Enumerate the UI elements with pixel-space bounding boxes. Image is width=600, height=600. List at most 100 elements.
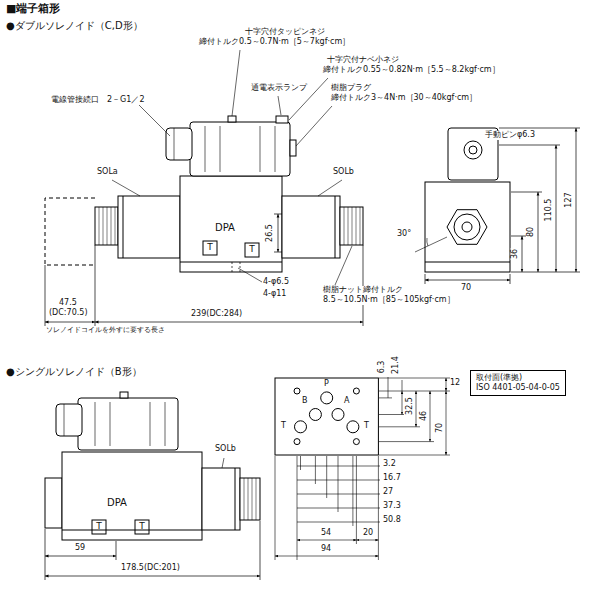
single-dimensions xyxy=(45,521,260,580)
dimension-label: 36 xyxy=(511,248,520,260)
face-dimensions-part xyxy=(416,391,417,427)
single-front-view xyxy=(45,392,260,540)
double-front-dimensions-part xyxy=(274,214,282,252)
dimension-label: (DC:70.5) xyxy=(48,309,89,318)
dimension-label: 12 xyxy=(449,379,461,388)
mounting-face-part xyxy=(332,409,344,421)
single-front-view-part xyxy=(135,520,149,534)
side-dimensions-part xyxy=(522,236,523,272)
dimension-label: 30° xyxy=(396,230,412,239)
callout-note: 8.5～10.5N·m［85～105kgf·cm］ xyxy=(322,296,456,305)
face-dimensions-part xyxy=(297,494,380,495)
face-dimensions-part xyxy=(430,391,431,442)
dimension-label: 50.8 xyxy=(382,516,402,525)
double-front-view-part xyxy=(123,196,124,258)
leader-lines-part xyxy=(296,106,332,146)
face-dimensions xyxy=(275,377,450,560)
face-dimensions-part xyxy=(402,391,403,415)
double-front-view-part xyxy=(245,243,259,257)
side-dimensions-part xyxy=(425,280,510,281)
leader-lines-part xyxy=(232,50,240,116)
double-front-view-part xyxy=(340,207,363,245)
port-letter: P xyxy=(323,380,330,389)
double-front-dimensions-part xyxy=(278,214,279,252)
double-front-view xyxy=(45,116,363,272)
face-dimensions-part xyxy=(379,378,450,455)
dimension-label: 32.5 xyxy=(406,396,415,416)
single-front-view-part xyxy=(235,468,236,530)
dimension-label: 21.4 xyxy=(392,355,401,375)
port-letter: T xyxy=(96,522,102,532)
port-letter: T xyxy=(280,422,287,431)
double-front-view-part xyxy=(166,128,192,160)
mounting-face-part xyxy=(275,378,378,455)
face-dimensions-part xyxy=(388,377,389,398)
solenoid-name: SOLa xyxy=(96,168,119,177)
single-dimensions-part xyxy=(45,576,260,577)
callout-note: 締付トルク0.5～0.7N·m［5～7kgf·cm］ xyxy=(198,38,351,47)
dimension-label: 54 xyxy=(320,529,332,538)
double-front-view-part xyxy=(174,128,175,160)
section-heading: ●ダブルソレノイド（C,D形） xyxy=(5,20,144,31)
leader-lines-part xyxy=(335,246,352,285)
leader-lines-part xyxy=(238,268,262,282)
face-dimensions-part xyxy=(275,556,378,557)
single-front-view-part xyxy=(92,520,106,534)
side-dimensions-part xyxy=(576,128,577,272)
double-front-view-part xyxy=(203,241,217,255)
callout-note: 手動ピンφ6.3 xyxy=(484,131,536,140)
double-front-view-part xyxy=(344,207,360,245)
double-side-view-part xyxy=(464,141,482,159)
face-dimensions-part xyxy=(402,380,403,391)
single-front-view-part xyxy=(244,478,256,520)
section-heading: ●シングルソレノイド（B形） xyxy=(5,366,143,377)
single-front-view-part xyxy=(62,452,202,540)
double-front-view-part xyxy=(45,198,95,265)
dimension-label: 27 xyxy=(382,488,394,497)
side-dimensions-part xyxy=(499,128,580,272)
port-letter: B xyxy=(301,397,309,406)
face-dimensions-part xyxy=(297,466,380,467)
mounting-face-part xyxy=(295,421,307,433)
double-front-dimensions xyxy=(45,214,363,326)
double-front-view-part xyxy=(190,122,290,176)
dimension-label: 178.5(DC:201) xyxy=(120,564,181,573)
note-text: ソレノイドコイルを外すに要する長さ xyxy=(45,327,166,335)
face-dimensions-part xyxy=(446,378,447,391)
dimension-label: 47.5 xyxy=(58,299,78,308)
double-front-view-part xyxy=(118,196,180,258)
callout-note: 樹脂プラグ xyxy=(330,84,372,93)
face-dimensions-part xyxy=(297,508,380,509)
double-front-view-part xyxy=(282,196,340,258)
dimension-label: 110.5 xyxy=(545,198,554,223)
face-dimensions-part xyxy=(297,540,356,541)
double-front-view-part xyxy=(205,126,275,172)
face-dimensions-part xyxy=(297,480,380,481)
brand-mark: DPA xyxy=(106,497,128,508)
callout-note: 電線管接続口 2－G1／2 xyxy=(50,96,145,105)
single-front-view-part xyxy=(78,398,178,450)
port-letter: T xyxy=(139,522,145,532)
single-front-view-part xyxy=(95,402,165,446)
callout-note: 締付トルク3～4N·m［30～40kgf·cm］ xyxy=(330,94,478,103)
dimension-label: 6.3 xyxy=(378,360,387,375)
solenoid-name: SOLb xyxy=(214,445,237,454)
double-side-view xyxy=(415,128,510,272)
standard-box: 取付面(準拠)ISO 4401-05-04-0-05 xyxy=(470,370,566,396)
double-front-dimensions-part xyxy=(45,245,363,326)
callout-note: 十字穴付ナベ小ネジ xyxy=(326,56,400,65)
mounting-face-part xyxy=(347,421,359,433)
dimension-label: 37.3 xyxy=(382,502,402,511)
double-side-view-part xyxy=(454,214,480,240)
double-front-view-part xyxy=(335,196,336,258)
dimension-label: 16.7 xyxy=(382,474,402,483)
figure-title: ■端子箱形 xyxy=(5,3,61,15)
face-dimensions-part xyxy=(356,540,378,541)
solenoid-name: SOLb xyxy=(332,168,355,177)
double-side-view-part xyxy=(427,238,428,246)
double-side-view-part xyxy=(447,210,487,245)
mounting-face-part xyxy=(309,409,321,421)
box-text: 取付面(準拠) xyxy=(476,373,560,383)
callout-note: 十字穴付タッピンネジ xyxy=(244,28,326,37)
callout-note: 樹脂ナット締付トルク xyxy=(322,286,404,295)
